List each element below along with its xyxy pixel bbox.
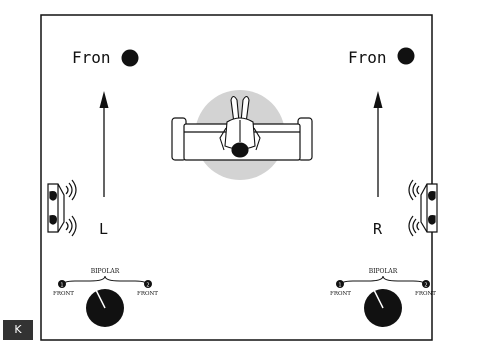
- right-switch-bipolar: BIPOLAR: [369, 268, 398, 275]
- left-facing-arrow: [99, 91, 109, 197]
- front-right-label: Fron: [348, 48, 387, 67]
- listener-figure: [219, 95, 261, 158]
- right-switch-front-2: FRONT: [415, 291, 436, 297]
- left-mode-switch: 1 2 BIPOLAR FRONT FRONT: [53, 268, 158, 327]
- left-surround-speaker: [47, 179, 77, 237]
- right-switch-front-1: FRONT: [330, 291, 351, 297]
- left-switch-num-1: 1: [60, 283, 63, 289]
- left-switch-bipolar: BIPOLAR: [91, 268, 120, 275]
- left-switch-front-2: FRONT: [137, 291, 158, 297]
- front-right-speaker-dot: [397, 47, 415, 65]
- front-left-speaker-dot: [121, 49, 139, 67]
- right-switch-dot-2: [422, 280, 430, 288]
- corner-badge: K: [3, 320, 33, 340]
- right-facing-arrow: [373, 91, 383, 197]
- front-left-speaker: Fron: [72, 48, 139, 67]
- left-channel-label: L: [99, 220, 108, 238]
- right-switch-dot-1: [336, 280, 344, 288]
- left-switch-dot-1: [58, 280, 66, 288]
- front-left-label: Fron: [72, 48, 111, 67]
- right-channel-label: R: [373, 220, 383, 238]
- right-mode-switch: 1 2 BIPOLAR FRONT FRONT: [330, 268, 436, 327]
- right-switch-num-2: 2: [424, 283, 427, 289]
- right-surround-speaker: [408, 179, 438, 237]
- right-switch-num-1: 1: [338, 283, 341, 289]
- front-right-speaker: Fron: [348, 47, 415, 67]
- left-switch-front-1: FRONT: [53, 291, 74, 297]
- left-switch-dot-2: [144, 280, 152, 288]
- left-switch-num-2: 2: [146, 283, 149, 289]
